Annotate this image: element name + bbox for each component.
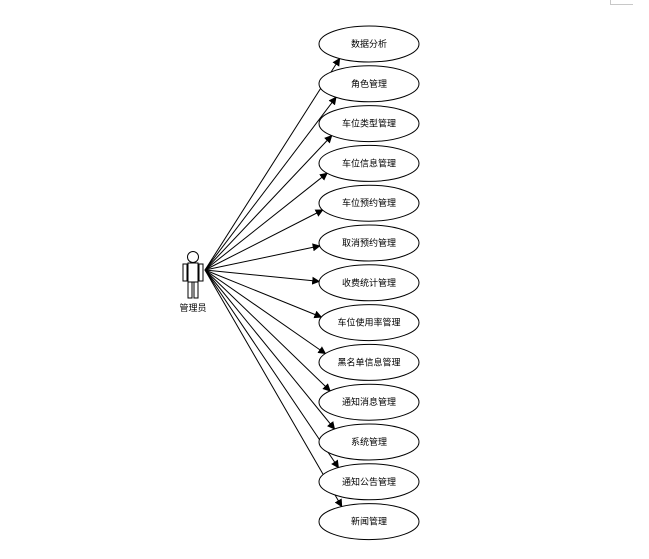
association-arrow: [204, 269, 339, 469]
actor-label: 管理员: [179, 302, 206, 314]
association-arrow: [204, 243, 321, 271]
use-case-ellipse: [318, 25, 420, 63]
use-case-ellipse: [318, 144, 420, 182]
use-case: 收费统计管理: [318, 264, 420, 302]
actor-left-leg: [187, 281, 193, 299]
actor-right-arm: [198, 263, 204, 282]
page-corner-mark: [610, 0, 633, 5]
association-arrow: [204, 209, 324, 271]
use-case-ellipse: [318, 65, 420, 103]
association-arrow: [204, 269, 321, 285]
use-case-ellipse: [318, 463, 420, 501]
use-case-ellipse: [318, 343, 420, 381]
actor-body: [187, 262, 199, 283]
use-case-ellipse: [318, 423, 420, 461]
association-arrow: [204, 269, 323, 319]
use-case-label: 数据分析: [351, 38, 387, 50]
actor-right-leg: [193, 281, 199, 299]
use-case-ellipse: [318, 264, 420, 302]
use-case: 车位信息管理: [318, 144, 420, 182]
use-case-label: 取消预约管理: [342, 237, 396, 249]
use-case: 取消预约管理: [318, 224, 420, 262]
use-case: 车位预约管理: [318, 184, 420, 222]
use-case-ellipse: [318, 383, 420, 421]
association-arrow: [204, 57, 341, 271]
use-case: 系统管理: [318, 423, 420, 461]
use-case-label: 通知消息管理: [342, 396, 396, 408]
association-arrow: [204, 134, 333, 271]
use-case: 通知公告管理: [318, 463, 420, 501]
use-case: 新闻管理: [318, 503, 420, 541]
actor-figure: [182, 251, 204, 299]
use-case: 黑名单信息管理: [318, 343, 420, 381]
use-case-label: 车位预约管理: [342, 197, 396, 209]
use-case-label: 黑名单信息管理: [337, 356, 400, 368]
use-case-ellipse: [318, 184, 420, 222]
use-case-ellipse: [318, 503, 420, 541]
use-case-label: 车位类型管理: [342, 118, 396, 130]
use-case-ellipse: [318, 105, 420, 143]
use-case: 通知消息管理: [318, 383, 420, 421]
use-case: 角色管理: [318, 65, 420, 103]
use-case: 车位使用率管理: [318, 304, 420, 342]
association-arrow: [204, 269, 343, 508]
association-lines: [204, 57, 343, 508]
use-case-label: 车位信息管理: [342, 157, 396, 169]
association-arrow: [204, 269, 327, 355]
use-case-label: 新闻管理: [351, 516, 387, 528]
use-case-label: 角色管理: [351, 78, 387, 90]
use-case: 数据分析: [318, 25, 420, 63]
actor-left-arm: [182, 263, 188, 282]
use-case-list: 数据分析角色管理车位类型管理车位信息管理车位预约管理取消预约管理收费统计管理车位…: [318, 25, 420, 541]
use-case-ellipse: [318, 304, 420, 342]
use-case-ellipse: [318, 224, 420, 262]
association-arrow: [204, 96, 337, 271]
association-arrow: [204, 269, 336, 430]
use-case-label: 系统管理: [351, 436, 387, 448]
use-case-label: 收费统计管理: [342, 277, 396, 289]
association-arrow: [204, 269, 331, 392]
use-case-label: 通知公告管理: [342, 476, 396, 488]
actor-head: [187, 251, 199, 263]
use-case-label: 车位使用率管理: [337, 317, 400, 329]
association-arrow: [204, 172, 328, 271]
use-case: 车位类型管理: [318, 105, 420, 143]
